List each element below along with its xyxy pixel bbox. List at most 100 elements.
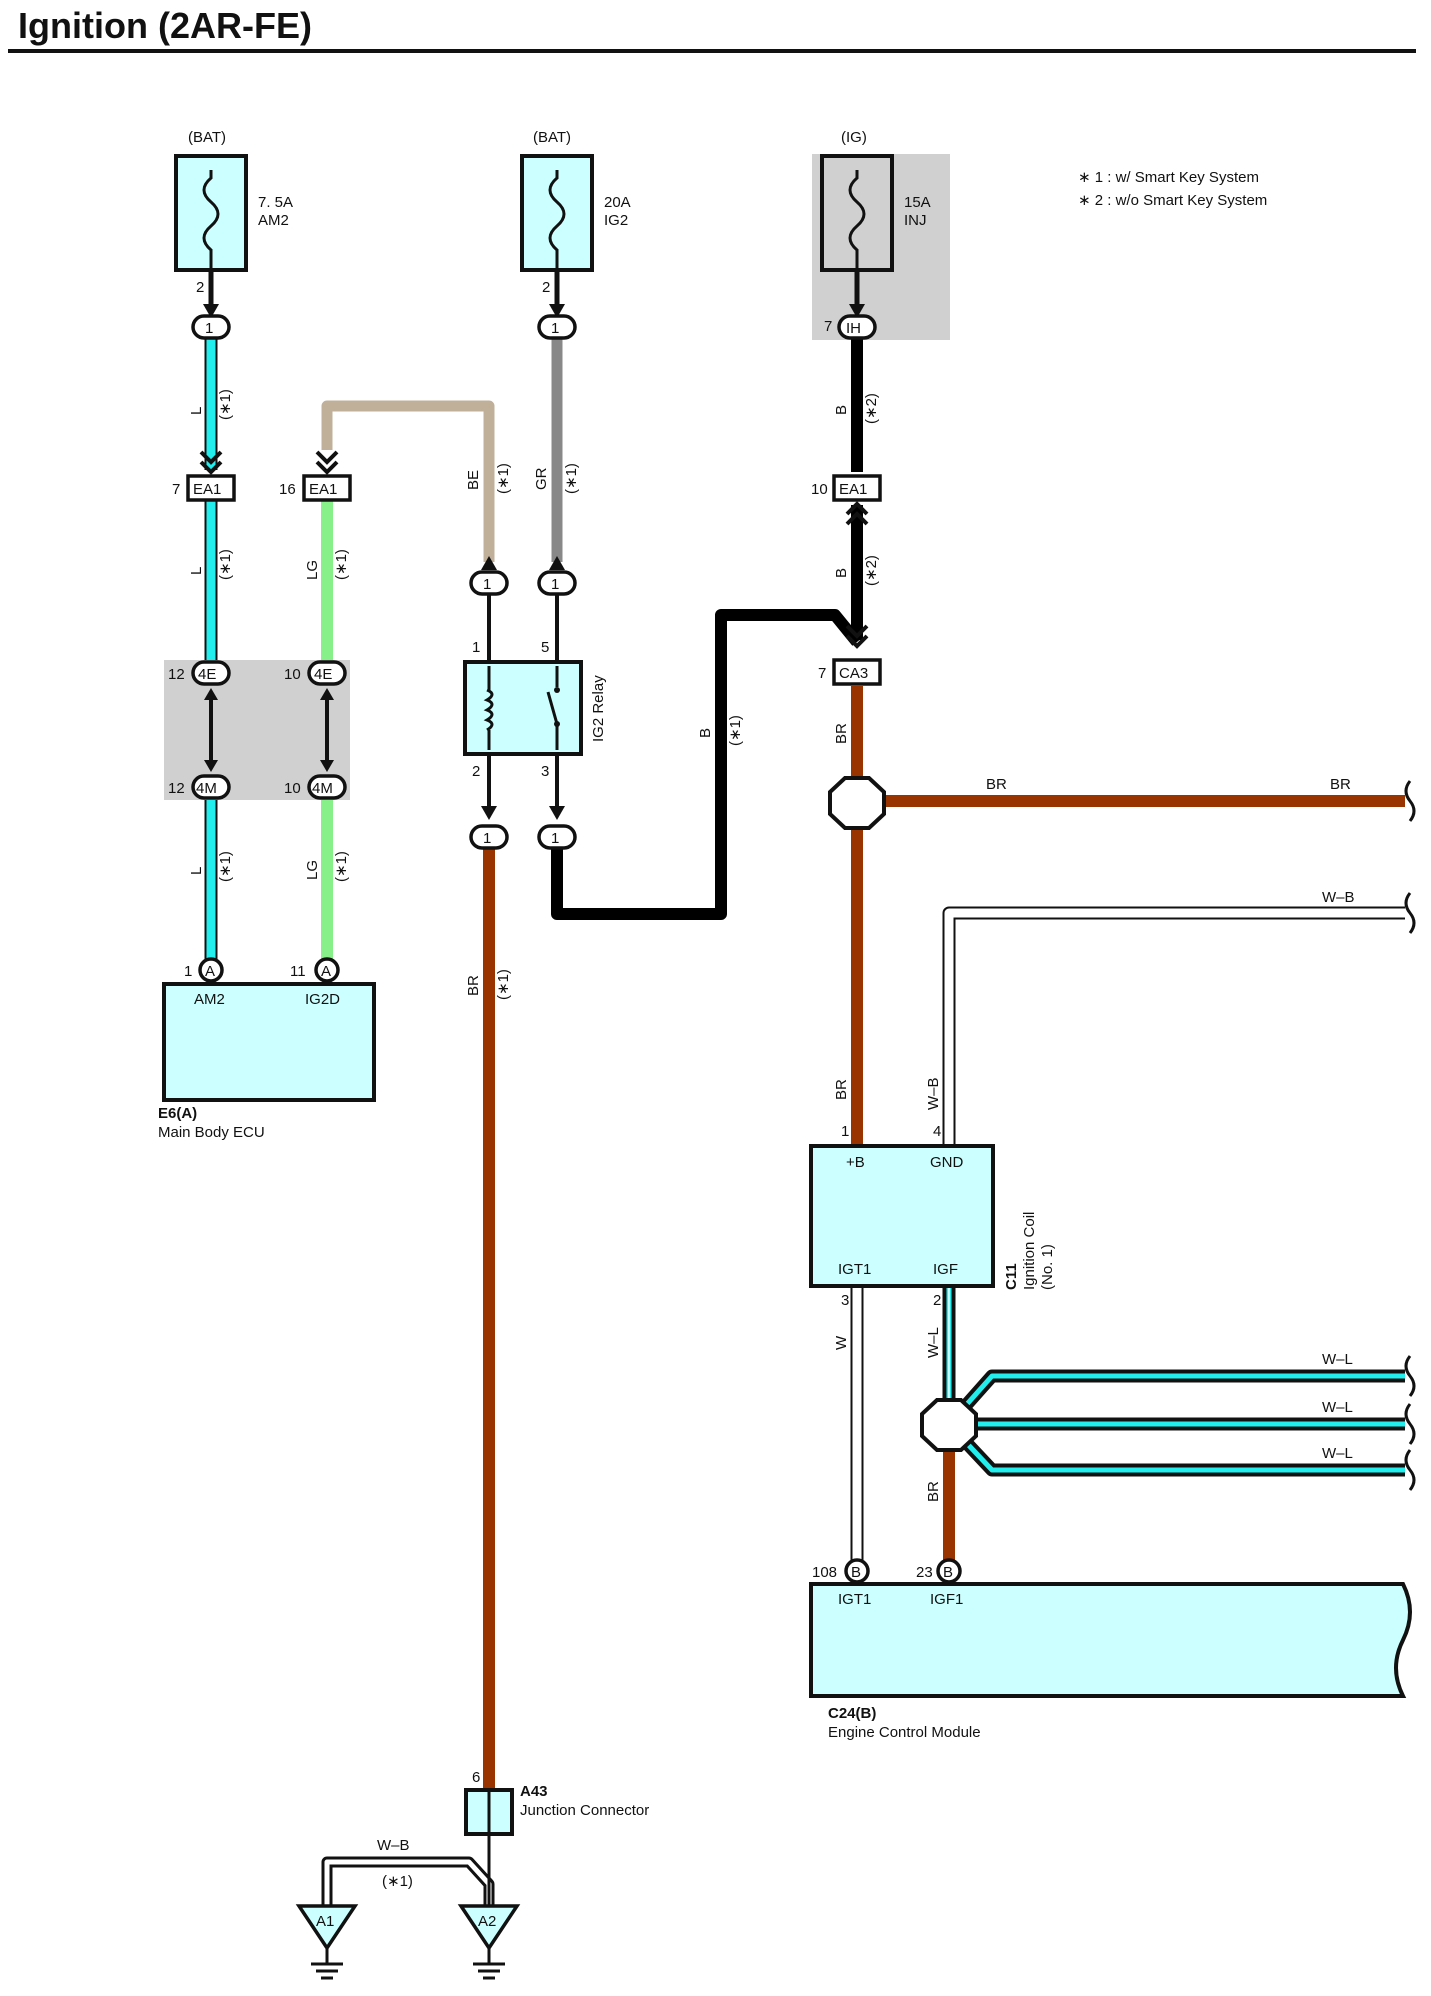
svg-text:(BAT): (BAT) bbox=[533, 129, 571, 146]
break-wb bbox=[1404, 892, 1416, 934]
fuse-inj: (IG) 15A INJ 7 bbox=[820, 129, 931, 335]
svg-text:EA1: EA1 bbox=[193, 481, 221, 498]
svg-text:C11: C11 bbox=[1003, 1263, 1020, 1290]
svg-text:Ignition Coil: Ignition Coil bbox=[1021, 1212, 1038, 1290]
conn-4m-right: 4M 10 bbox=[284, 774, 347, 800]
svg-text:GR: GR bbox=[533, 467, 550, 490]
svg-text:B: B bbox=[851, 1564, 861, 1581]
svg-text:(BAT): (BAT) bbox=[188, 129, 226, 146]
svg-text:Main Body ECU: Main Body ECU bbox=[158, 1124, 265, 1141]
conn-relay-out-2: 1 bbox=[469, 824, 509, 850]
svg-text:IG2: IG2 bbox=[604, 212, 628, 229]
svg-text:W–B: W–B bbox=[377, 1837, 410, 1854]
svg-text:A: A bbox=[321, 963, 331, 980]
conn-ea1-right: EA1 10 bbox=[811, 474, 882, 649]
svg-text:7: 7 bbox=[818, 665, 826, 682]
fuse-ig2: (BAT) 20A IG2 2 bbox=[520, 129, 631, 318]
svg-text:(IG): (IG) bbox=[841, 129, 867, 146]
svg-text:(∗1): (∗1) bbox=[333, 549, 350, 580]
svg-text:AM2: AM2 bbox=[194, 991, 225, 1008]
svg-text:4E: 4E bbox=[198, 666, 216, 683]
svg-text:10: 10 bbox=[284, 780, 301, 797]
svg-text:16: 16 bbox=[279, 481, 296, 498]
svg-text:EA1: EA1 bbox=[309, 481, 337, 498]
svg-text:LG: LG bbox=[304, 860, 321, 880]
break-br bbox=[1404, 780, 1416, 822]
svg-text:EA1: EA1 bbox=[839, 481, 867, 498]
svg-text:A1: A1 bbox=[316, 1913, 334, 1930]
svg-text:1: 1 bbox=[841, 1123, 849, 1140]
note-2: ∗ 2 : w/o Smart Key System bbox=[1078, 192, 1267, 209]
svg-text:4M: 4M bbox=[196, 780, 217, 797]
svg-text:W–L: W–L bbox=[925, 1327, 942, 1358]
svg-text:AM2: AM2 bbox=[258, 212, 289, 229]
svg-text:4E: 4E bbox=[314, 666, 332, 683]
svg-text:2: 2 bbox=[933, 1292, 941, 1309]
svg-text:(∗1): (∗1) bbox=[495, 969, 512, 1000]
svg-text:4: 4 bbox=[933, 1123, 941, 1140]
svg-text:A43: A43 bbox=[520, 1783, 548, 1800]
svg-text:5: 5 bbox=[541, 639, 549, 656]
break-wl-2 bbox=[1404, 1403, 1416, 1445]
break-wl-1 bbox=[1404, 1355, 1416, 1397]
ignition-coil: +B GND IGT1 IGF 1 4 3 2 C11 Ignition Coi… bbox=[809, 1123, 1056, 1309]
svg-text:A2: A2 bbox=[478, 1913, 496, 1930]
svg-text:IGT1: IGT1 bbox=[838, 1261, 871, 1278]
note-1: ∗ 1 : w/ Smart Key System bbox=[1078, 169, 1259, 186]
conn-4e-right: 4E 10 bbox=[284, 660, 347, 686]
svg-text:1: 1 bbox=[551, 320, 559, 337]
svg-text:1: 1 bbox=[184, 963, 192, 980]
svg-text:IGT1: IGT1 bbox=[838, 1591, 871, 1608]
svg-text:12: 12 bbox=[168, 666, 185, 683]
svg-text:10: 10 bbox=[284, 666, 301, 683]
svg-text:BR: BR bbox=[1330, 776, 1351, 793]
splice-br bbox=[828, 776, 886, 830]
svg-text:108: 108 bbox=[812, 1564, 837, 1581]
conn-ecu-a-1: A 1 bbox=[184, 957, 224, 983]
svg-text:1: 1 bbox=[483, 830, 491, 847]
svg-text:C24(B): C24(B) bbox=[828, 1705, 876, 1722]
svg-text:BR: BR bbox=[465, 975, 482, 996]
conn-relay-in-5: 1 bbox=[537, 556, 577, 596]
svg-text:3: 3 bbox=[541, 763, 549, 780]
wire-wl bbox=[942, 1286, 1405, 1477]
svg-text:+B: +B bbox=[846, 1154, 865, 1171]
conn-relay-out-3: 1 bbox=[537, 824, 577, 850]
svg-text:6: 6 bbox=[472, 1769, 480, 1786]
svg-text:BR: BR bbox=[925, 1481, 942, 1502]
svg-text:B: B bbox=[833, 405, 850, 415]
ground-a2: A2 bbox=[457, 1904, 521, 1980]
svg-text:(∗1): (∗1) bbox=[495, 463, 512, 494]
svg-text:11: 11 bbox=[290, 963, 306, 980]
conn-ig2-1: 1 bbox=[537, 314, 577, 340]
junction-block-arrows bbox=[204, 688, 334, 772]
junction-connector-a43: 6 A43 Junction Connector bbox=[464, 1769, 649, 1836]
svg-text:3: 3 bbox=[841, 1292, 849, 1309]
svg-text:(∗1): (∗1) bbox=[217, 389, 234, 420]
conn-ca3: CA3 7 bbox=[818, 658, 882, 686]
svg-text:BR: BR bbox=[833, 723, 850, 744]
svg-text:(∗2): (∗2) bbox=[863, 555, 880, 586]
svg-text:1: 1 bbox=[551, 830, 559, 847]
page-title: Ignition (2AR-FE) bbox=[18, 5, 312, 46]
svg-text:12: 12 bbox=[168, 780, 185, 797]
wire-labels: L (∗1) L (∗1) L (∗1) LG (∗1) LG (∗1) BE … bbox=[188, 389, 1355, 1890]
svg-text:20A: 20A bbox=[604, 194, 631, 211]
svg-text:CA3: CA3 bbox=[839, 665, 868, 682]
conn-4e-left: 4E 12 bbox=[168, 660, 231, 686]
main-body-ecu: AM2 IG2D E6(A) Main Body ECU bbox=[158, 982, 376, 1141]
svg-text:W–L: W–L bbox=[1322, 1399, 1353, 1416]
conn-ih: IH bbox=[837, 314, 877, 340]
svg-text:B: B bbox=[833, 568, 850, 578]
svg-text:BR: BR bbox=[986, 776, 1007, 793]
svg-text:W–B: W–B bbox=[925, 1077, 942, 1110]
svg-text:W: W bbox=[833, 1335, 850, 1350]
svg-text:(No. 1): (No. 1) bbox=[1039, 1244, 1056, 1290]
ground-a1: A1 bbox=[295, 1904, 359, 1980]
svg-text:L: L bbox=[188, 567, 205, 575]
conn-4m-left: 4M 12 bbox=[168, 774, 231, 800]
svg-text:Junction Connector: Junction Connector bbox=[520, 1802, 649, 1819]
conn-ea1-left: EA1 7 bbox=[172, 450, 236, 502]
wire-b-relay bbox=[551, 609, 862, 920]
